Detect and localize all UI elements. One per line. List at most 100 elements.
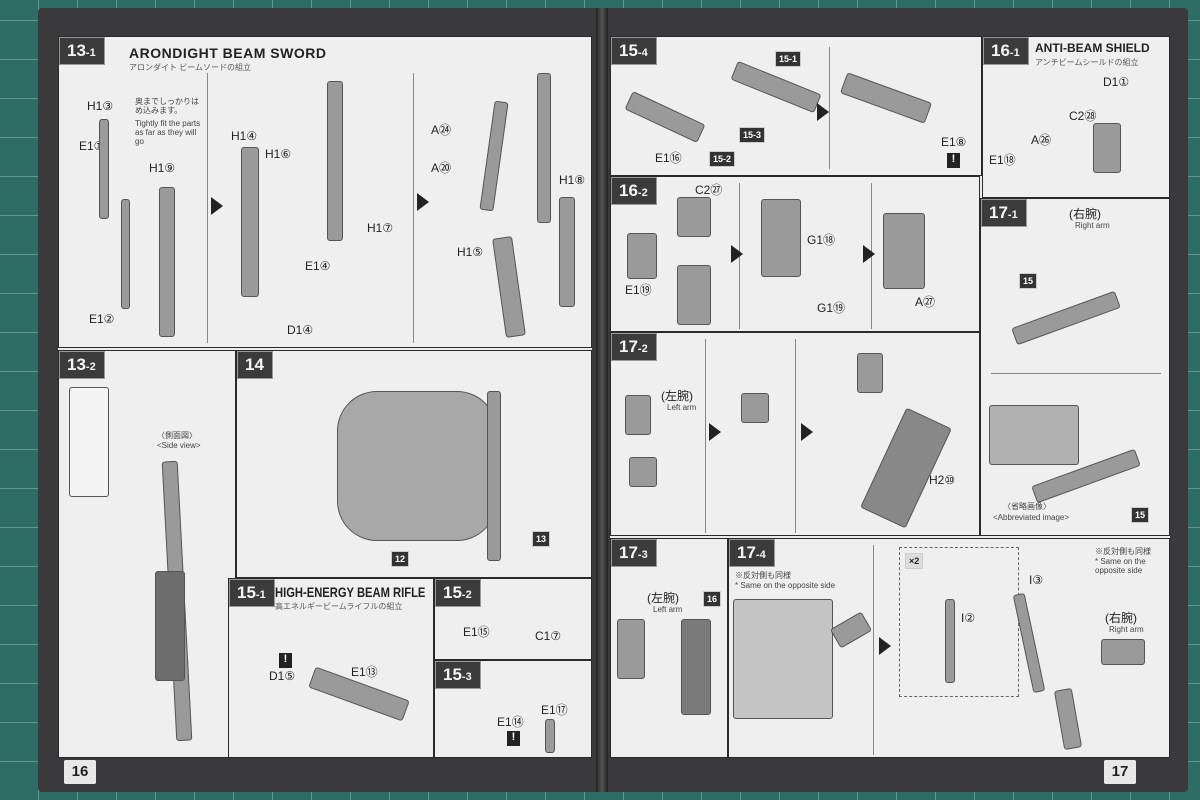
part-label: H1⑥ xyxy=(265,147,292,161)
part-label: H1⑧ xyxy=(559,173,586,187)
page-number-left: 16 xyxy=(64,760,96,784)
arm-label-en: Left arm xyxy=(653,605,683,614)
step-label: 17-1 xyxy=(981,199,1027,227)
part-label: E1⑲ xyxy=(625,283,652,297)
step-label: 17-3 xyxy=(611,539,657,567)
part-label: E1⑬ xyxy=(351,665,378,679)
step-17-3: 17-3 (左腕) Left arm 16 xyxy=(610,538,728,758)
caution-icon: ! xyxy=(507,731,520,746)
step-label: 17-2 xyxy=(611,333,657,361)
part-label: A㉗ xyxy=(915,295,936,309)
step-subtitle: 高エネルギービームライフルの組立 xyxy=(275,602,403,611)
step-16-1: 16-1 ANTI-BEAM SHIELD アンチビームシールドの組立 D1① … xyxy=(982,36,1170,198)
part-label: H1③ xyxy=(87,99,114,113)
ref-step-15: 15 xyxy=(1019,273,1038,289)
step-15-1: 15-1 HIGH-ENERGY BEAM RIFLE 高エネルギービームライフ… xyxy=(228,578,434,758)
abbreviated-image-en: <Abbreviated image> xyxy=(993,513,1070,522)
note-en: * Same on the opposite side xyxy=(1095,557,1146,576)
part-label: E1⑯ xyxy=(655,151,682,165)
step-title: HIGH-ENERGY BEAM RIFLE xyxy=(275,584,426,600)
step-17-4: 17-4 ※反対側も同様 * Same on the opposite side… xyxy=(728,538,1170,758)
page-right: 15-4 15-1 15-2 15-3 E1⑯ E1⑧ ! 16-1 ANTI-… xyxy=(610,36,1170,758)
part-label: G1⑲ xyxy=(817,301,846,315)
step-14: 14 12 13 xyxy=(236,350,592,578)
step-15-2: 15-2 E1⑮ C1⑦ xyxy=(434,578,592,660)
note-jp: 奥までしっかりはめ込みます。 xyxy=(135,97,199,116)
part-label: D1④ xyxy=(287,323,314,337)
note-en: Tightly fit the parts as far as they wil… xyxy=(135,119,201,147)
part-label: C2㉘ xyxy=(1069,109,1097,123)
arm-label-jp: (右腕) xyxy=(1105,611,1137,625)
step-17-2: 17-2 (左腕) Left arm H2⑩ xyxy=(610,332,980,536)
part-label: H1⑤ xyxy=(457,245,484,259)
part-label: A⑳ xyxy=(431,161,452,175)
manual-spine xyxy=(596,8,608,792)
step-subtitle: アンチビームシールドの組立 xyxy=(1035,58,1139,67)
arm-label-jp: (左腕) xyxy=(661,389,693,403)
page-left: 13-1 ARONDIGHT BEAM SWORD アロンダイト ビームソードの… xyxy=(58,36,592,758)
step-13-2: 13-2 〈側面図〉 <Side view> xyxy=(58,350,236,758)
ref-step-15-2: 15-2 xyxy=(709,151,736,167)
step-label: 17-4 xyxy=(729,539,775,567)
part-label: D1① xyxy=(1103,75,1130,89)
step-label: 15-3 xyxy=(435,661,481,689)
caution-icon: ! xyxy=(947,153,960,168)
part-label: A㉖ xyxy=(1031,133,1052,147)
note-jp: ※反対側も同様 xyxy=(735,571,791,580)
part-label: C2㉗ xyxy=(695,183,723,197)
step-title: ANTI-BEAM SHIELD xyxy=(1035,41,1150,55)
part-label: I③ xyxy=(1029,573,1044,587)
ref-step-16: 16 xyxy=(703,591,722,607)
step-17-1: 17-1 (右腕) Right arm 15 15 〈省略画像〉 <Abbrev… xyxy=(980,198,1170,536)
part-label: E1⑱ xyxy=(989,153,1016,167)
part-label: I② xyxy=(961,611,976,625)
note-en: * Same on the opposite side xyxy=(735,581,836,590)
note-jp: ※反対側も同様 xyxy=(1095,547,1151,556)
step-15-4: 15-4 15-1 15-2 15-3 E1⑯ E1⑧ ! xyxy=(610,36,982,176)
part-label: H1⑦ xyxy=(367,221,394,235)
part-label: G1⑱ xyxy=(807,233,836,247)
step-label: 15-4 xyxy=(611,37,657,65)
part-label: D1⑤ xyxy=(269,669,296,683)
arm-label-en: Left arm xyxy=(667,403,697,412)
ref-step-15-1: 15-1 xyxy=(775,51,802,67)
step-label: 13-2 xyxy=(59,351,105,379)
step-label: 15-2 xyxy=(435,579,481,607)
part-label: E1⑭ xyxy=(497,715,524,729)
part-label: H1⑨ xyxy=(149,161,176,175)
ref-step-12: 12 xyxy=(391,551,410,567)
ref-step-15-3: 15-3 xyxy=(739,127,766,143)
step-16-2: 16-2 C2㉗ E1⑲ G1⑱ G1⑲ A㉗ xyxy=(610,176,980,332)
part-label: E1⑧ xyxy=(941,135,967,149)
part-label: E1⑰ xyxy=(541,703,568,717)
part-label: A㉔ xyxy=(431,123,452,137)
side-view-jp: 〈側面図〉 xyxy=(157,431,197,440)
step-title: ARONDIGHT BEAM SWORD xyxy=(129,45,327,61)
part-label: E1⑮ xyxy=(463,625,490,639)
step-15-3: 15-3 E1⑭ E1⑰ ! xyxy=(434,660,592,758)
arm-label-en: Right arm xyxy=(1075,221,1110,230)
part-label: E1④ xyxy=(305,259,331,273)
step-label: 13-1 xyxy=(59,37,105,65)
page-number-right: 17 xyxy=(1104,760,1136,784)
step-label: 16-2 xyxy=(611,177,657,205)
arm-label-en: Right arm xyxy=(1109,625,1144,634)
step-label: 14 xyxy=(237,351,273,379)
step-subtitle: アロンダイト ビームソードの組立 xyxy=(129,63,251,72)
arm-label-jp: (右腕) xyxy=(1069,207,1101,221)
arm-label-jp: (左腕) xyxy=(647,591,679,605)
caution-icon: ! xyxy=(279,653,292,668)
step-label: 15-1 xyxy=(229,579,275,607)
side-view-en: <Side view> xyxy=(157,441,201,450)
ref-step-15: 15 xyxy=(1131,507,1150,523)
step-label: 16-1 xyxy=(983,37,1029,65)
quantity-x2: ×2 xyxy=(905,553,924,569)
step-13-1: 13-1 ARONDIGHT BEAM SWORD アロンダイト ビームソードの… xyxy=(58,36,592,348)
part-label: C1⑦ xyxy=(535,629,562,643)
part-label: E1① xyxy=(79,139,105,153)
part-label: H1④ xyxy=(231,129,258,143)
part-label: E1② xyxy=(89,312,115,326)
part-label: H2⑩ xyxy=(929,473,956,487)
abbreviated-image-jp: 〈省略画像〉 xyxy=(1003,502,1051,511)
ref-step-13: 13 xyxy=(532,531,551,547)
